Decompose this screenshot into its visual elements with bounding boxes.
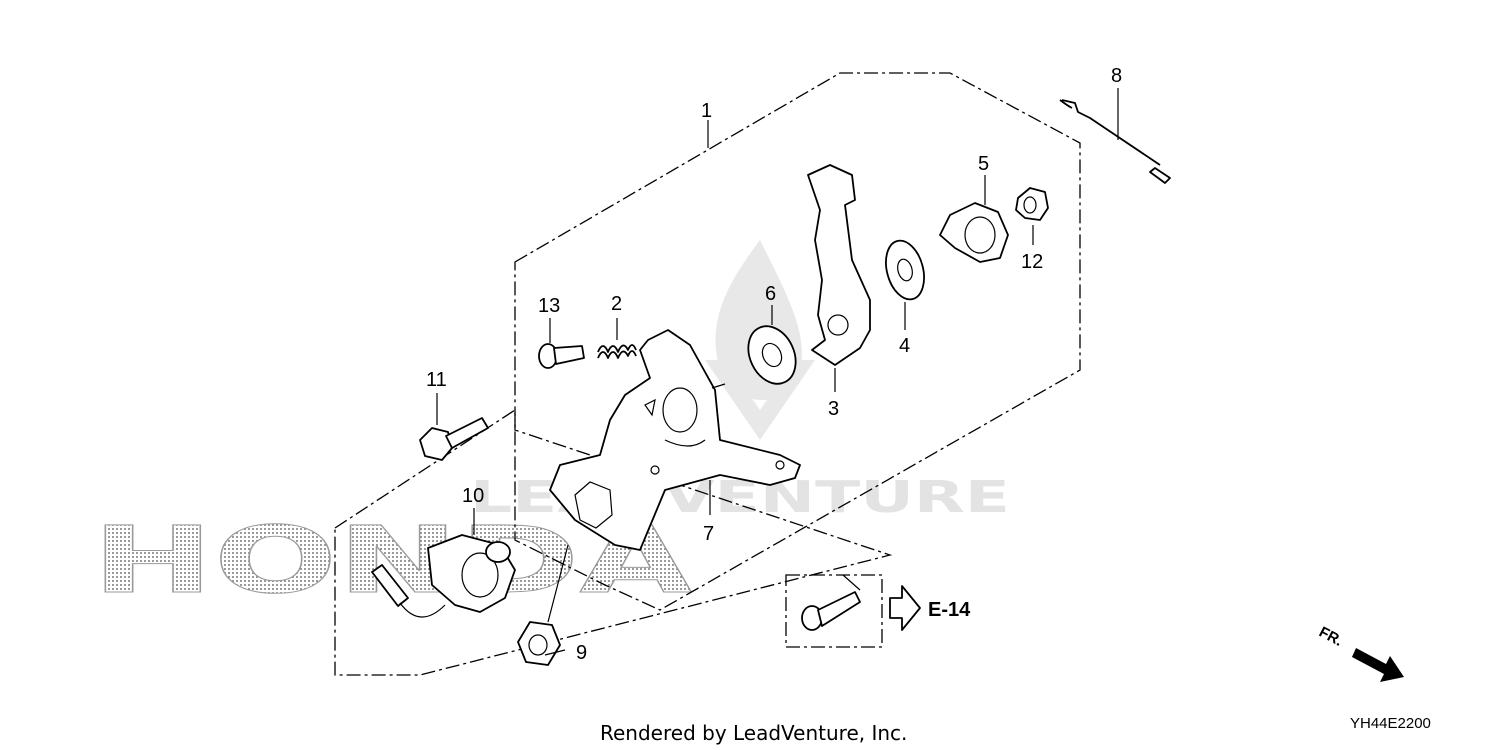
part-7-bracket — [549, 329, 801, 551]
part-10-sensor — [371, 534, 516, 618]
callout-2[interactable]: 2 — [611, 293, 622, 315]
part-13-screw — [538, 343, 585, 369]
part-12-nut — [1015, 187, 1049, 221]
reference-bolt — [801, 591, 861, 631]
callout-3[interactable]: 3 — [828, 398, 839, 420]
part-4-washer — [885, 239, 925, 301]
part-3-arm — [807, 164, 871, 366]
callout-11[interactable]: 11 — [426, 369, 447, 391]
leader-lines — [436, 88, 1119, 656]
part-3-hole — [827, 314, 849, 336]
front-direction-label: FR. — [1316, 624, 1345, 650]
callout-5[interactable]: 5 — [978, 153, 989, 175]
assembly-outline-lower — [334, 408, 893, 676]
drawing-code: YH44E2200 — [1350, 715, 1431, 732]
reference-label[interactable]: E-14 — [928, 599, 971, 621]
front-arrow-icon — [1352, 648, 1404, 682]
callout-1[interactable]: 1 — [701, 100, 712, 122]
callout-4[interactable]: 4 — [899, 335, 910, 357]
part-11-bolt — [419, 417, 489, 461]
part-9-clip — [517, 621, 561, 666]
part-6-washer — [747, 325, 797, 385]
part-5-plate — [939, 202, 1009, 263]
part-8-rod — [1059, 99, 1171, 184]
assembly-outline-upper — [514, 72, 1081, 611]
callout-12[interactable]: 12 — [1021, 251, 1043, 273]
part-2-spring — [597, 344, 637, 359]
callout-6[interactable]: 6 — [765, 283, 776, 305]
callout-13[interactable]: 13 — [538, 295, 560, 317]
callout-8[interactable]: 8 — [1111, 65, 1122, 87]
callout-7[interactable]: 7 — [703, 523, 714, 545]
callout-9[interactable]: 9 — [576, 642, 587, 664]
reference-arrow-icon — [889, 585, 921, 631]
callout-10[interactable]: 10 — [462, 485, 484, 507]
reference-bolt-box — [785, 574, 883, 648]
footer-credit: Rendered by LeadVenture, Inc. — [600, 721, 907, 745]
